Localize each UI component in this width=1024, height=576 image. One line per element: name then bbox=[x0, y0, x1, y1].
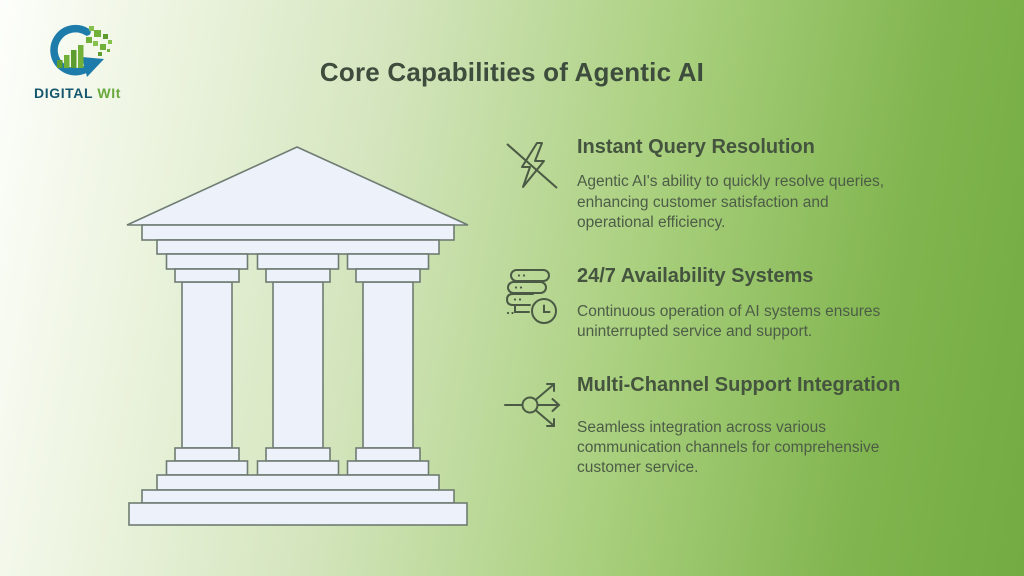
feature-item-multi-channel: Multi-Channel Support Integration Seamle… bbox=[503, 373, 943, 478]
feature-item-availability: 24/7 Availability Systems Continuous ope… bbox=[503, 264, 943, 342]
temple-column bbox=[181, 281, 233, 449]
circular-arrow-bar-chart-logo-icon bbox=[50, 24, 112, 77]
greek-temple-illustration bbox=[126, 146, 469, 526]
feature-title: Instant Query Resolution bbox=[577, 136, 815, 158]
brand-name: DIGITAL WIt bbox=[34, 85, 154, 101]
feature-description: Seamless integration across various comm… bbox=[577, 418, 880, 477]
temple-column bbox=[272, 281, 324, 449]
feature-list: Instant Query Resolution Agentic AI's ab… bbox=[503, 135, 943, 510]
brand-logo: DIGITAL WIt bbox=[34, 24, 154, 101]
multi-channel-share-icon bbox=[504, 383, 561, 428]
feature-title: 24/7 Availability Systems bbox=[577, 265, 814, 288]
brand-name-primary: DIGITAL bbox=[34, 85, 93, 101]
lightning-slash-icon bbox=[506, 142, 558, 189]
server-clock-icon bbox=[505, 269, 557, 325]
feature-item-instant-query: Instant Query Resolution Agentic AI's ab… bbox=[503, 135, 943, 233]
temple-base bbox=[128, 502, 468, 526]
feature-description: Continuous operation of AI systems ensur… bbox=[577, 302, 881, 340]
temple-column bbox=[362, 281, 414, 449]
page-title: Core Capabilities of Agentic AI bbox=[319, 57, 705, 87]
feature-description: Agentic AI's ability to quickly resolve … bbox=[577, 173, 885, 231]
temple-pediment bbox=[126, 146, 469, 226]
feature-title: Multi-Channel Support Integration bbox=[577, 374, 901, 397]
brand-name-secondary: WIt bbox=[97, 85, 121, 101]
